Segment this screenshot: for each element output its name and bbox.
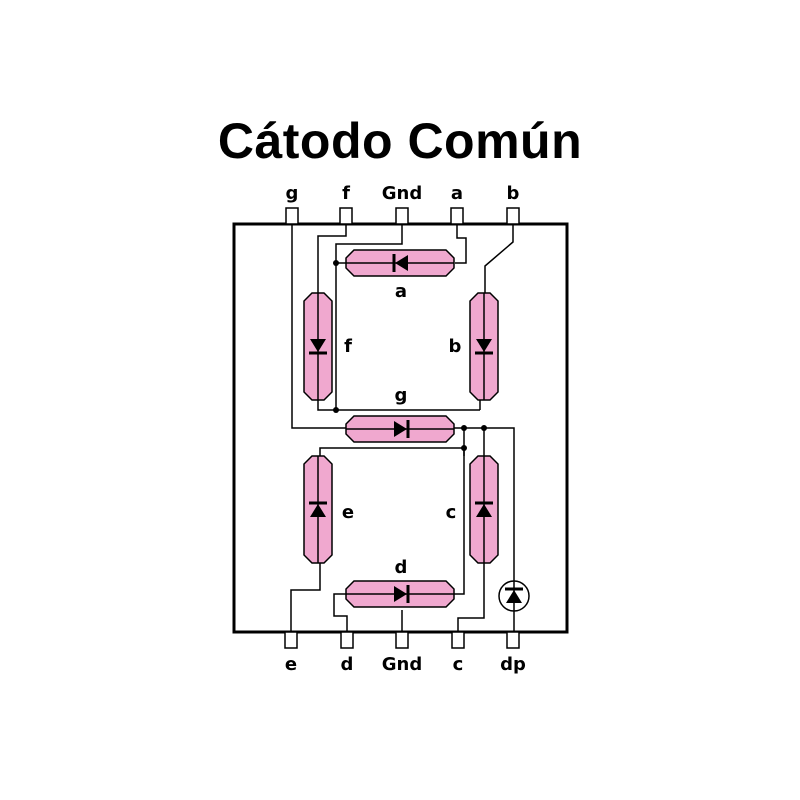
pin-label-top-a: a	[451, 183, 463, 204]
top-pin-stubs	[285, 207, 520, 225]
pin-d-bottom	[340, 631, 354, 649]
pin-label-top-f: f	[342, 183, 350, 204]
pin-gnd-top	[395, 207, 409, 225]
pin-e-bottom	[284, 631, 298, 649]
pin-c-bottom	[451, 631, 465, 649]
pin-label-top-b: b	[507, 183, 520, 204]
pin-label-bottom-gnd: Gnd	[382, 654, 422, 675]
segment-label-e: e	[342, 502, 354, 523]
pin-label-bottom-c: c	[453, 654, 464, 675]
pin-f-top	[339, 207, 353, 225]
pin-label-bottom-d: d	[341, 654, 354, 675]
pin-label-top-gnd: Gnd	[382, 183, 422, 204]
pin-label-bottom-dp: dp	[500, 654, 526, 675]
segment-label-g: g	[395, 385, 408, 406]
pin-a-top	[450, 207, 464, 225]
segment-label-d: d	[395, 557, 408, 578]
segment-label-f: f	[344, 336, 352, 357]
page-title: Cátodo Común	[217, 113, 583, 169]
wiring	[290, 224, 515, 632]
segment-label-b: b	[449, 336, 462, 357]
pin-gnd-bottom	[395, 631, 409, 649]
pin-b-top	[506, 207, 520, 225]
segment-label-c: c	[446, 502, 457, 523]
bottom-pin-stubs	[284, 631, 520, 649]
pin-g-top	[285, 207, 299, 225]
pin-dp-bottom	[506, 631, 520, 649]
junction-dots	[333, 260, 487, 451]
pin-label-bottom-e: e	[285, 654, 297, 675]
pin-label-top-g: g	[286, 183, 299, 204]
segment-label-a: a	[395, 281, 407, 302]
